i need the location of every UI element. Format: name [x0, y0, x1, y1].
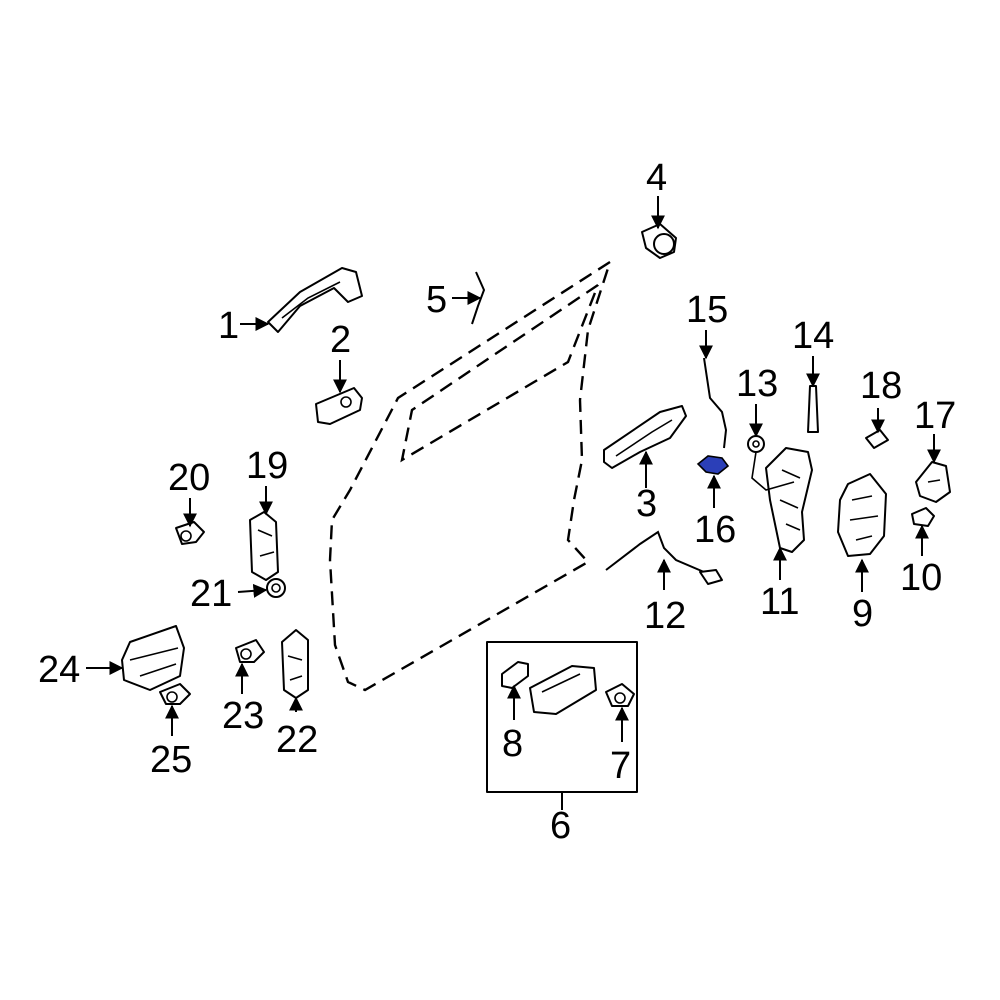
part-14-rod[interactable] — [807, 385, 819, 433]
part-2-handle-cover[interactable] — [315, 387, 363, 425]
callout-22: 22 — [276, 719, 318, 761]
callout-labels: 1 2 3 4 5 6 7 8 9 10 11 12 13 14 15 16 1… — [38, 157, 956, 847]
part-13-grommet[interactable] — [747, 435, 765, 453]
callout-1: 1 — [218, 305, 239, 347]
part-3-inside-handle[interactable] — [603, 405, 687, 469]
callout-7: 7 — [610, 745, 631, 787]
callout-23: 23 — [222, 695, 264, 737]
callout-25: 25 — [150, 739, 192, 781]
part-22-hinge-lower[interactable] — [281, 629, 309, 699]
part-23-bolt[interactable] — [235, 639, 265, 663]
part-19-hinge-upper[interactable] — [249, 511, 279, 581]
callout-16: 16 — [694, 509, 736, 551]
part-21-nut[interactable] — [266, 578, 286, 598]
callout-9: 9 — [852, 593, 873, 635]
callout-4: 4 — [646, 157, 667, 199]
door-outline — [328, 260, 612, 692]
callout-17: 17 — [914, 395, 956, 437]
part-12-cable[interactable] — [605, 530, 723, 585]
callout-13: 13 — [736, 363, 778, 405]
callout-18: 18 — [860, 365, 902, 407]
callout-14: 14 — [792, 315, 834, 357]
callout-24: 24 — [38, 649, 80, 691]
part-24-check-strap[interactable] — [121, 625, 185, 691]
part-17-striker[interactable] — [915, 461, 951, 503]
part-9-latch-cover[interactable] — [837, 473, 887, 557]
callout-5: 5 — [426, 279, 447, 321]
part-10-bolt[interactable] — [911, 507, 935, 527]
part-11-latch-assembly[interactable] — [751, 447, 813, 553]
leader-lines — [86, 196, 941, 810]
part-16-clip-highlighted[interactable] — [696, 455, 730, 475]
callout-6: 6 — [550, 805, 571, 847]
callout-3: 3 — [636, 483, 657, 525]
part-6-kit-box[interactable] — [486, 641, 638, 793]
callout-19: 19 — [246, 445, 288, 487]
part-18-screw[interactable] — [865, 429, 889, 449]
part-15-rod[interactable] — [703, 357, 728, 449]
callout-20: 20 — [168, 457, 210, 499]
callout-8: 8 — [502, 723, 523, 765]
callout-11: 11 — [760, 581, 799, 623]
callout-21: 21 — [190, 573, 232, 615]
part-1-outside-handle[interactable] — [267, 267, 363, 333]
part-25-bolt[interactable] — [159, 683, 191, 705]
callout-2: 2 — [330, 319, 351, 361]
part-4-lock-cylinder[interactable] — [641, 223, 677, 259]
callout-10: 10 — [900, 557, 942, 599]
callout-15: 15 — [686, 289, 728, 331]
callout-12: 12 — [644, 595, 686, 637]
